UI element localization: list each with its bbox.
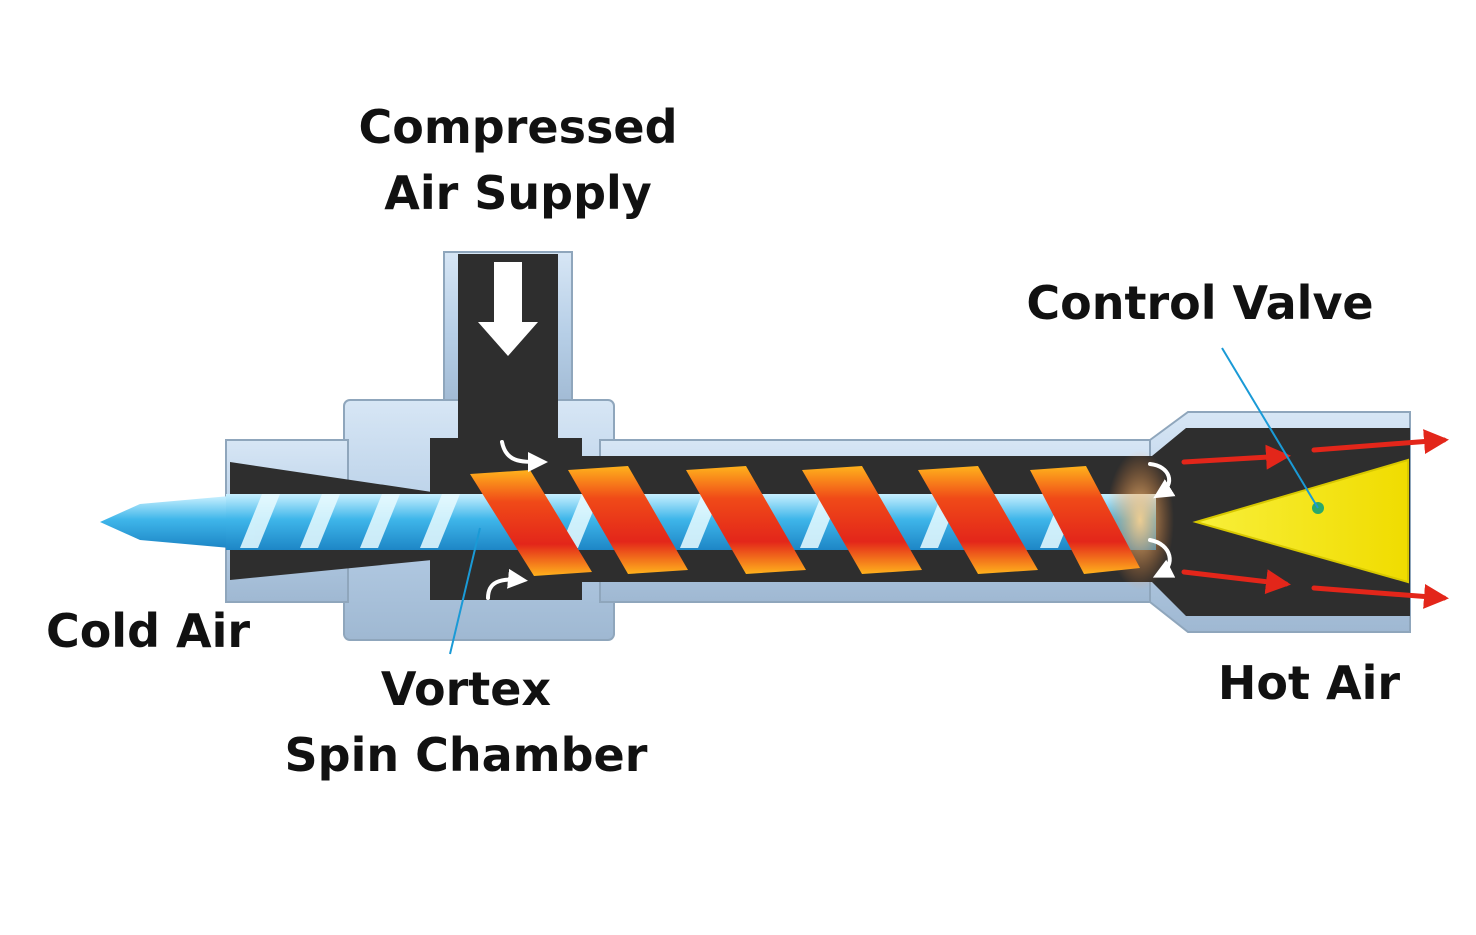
hot-air-label: Hot Air <box>1204 650 1414 716</box>
control-valve-cone <box>1192 458 1409 584</box>
control-valve-text: Control Valve <box>1026 276 1374 330</box>
compressed-air-supply-line1: Compressed <box>358 100 678 154</box>
hot-air-text: Hot Air <box>1217 656 1401 710</box>
cold-air-label: Cold Air <box>38 598 258 664</box>
hot-air-exit-arrows <box>1181 429 1449 609</box>
flow-direction-arrows <box>486 440 1176 600</box>
hot-spiral-band <box>1030 466 1140 574</box>
cold-air-jet-tip <box>100 496 230 548</box>
control-valve-pointer <box>1221 347 1319 509</box>
vortex-spin-chamber-label: Vortex Spin Chamber <box>276 656 656 788</box>
compressed-air-inflow-arrow <box>478 262 538 356</box>
vortex-spin-chamber-line2: Spin Chamber <box>284 728 648 782</box>
hot-spiral-band <box>802 466 922 574</box>
cold-air-text: Cold Air <box>45 604 251 658</box>
spin-chamber-pointer <box>449 527 481 655</box>
hot-spiral-band <box>686 466 806 574</box>
hot-spiral-band <box>568 466 688 574</box>
control-valve-label: Control Valve <box>1020 270 1380 336</box>
compressed-air-supply-line2: Air Supply <box>384 166 652 220</box>
compressed-air-supply-label: Compressed Air Supply <box>338 94 698 226</box>
vortex-spin-chamber-line1: Vortex <box>380 662 552 716</box>
hot-spiral-band <box>918 466 1038 574</box>
hot-spiral-band <box>470 470 592 576</box>
